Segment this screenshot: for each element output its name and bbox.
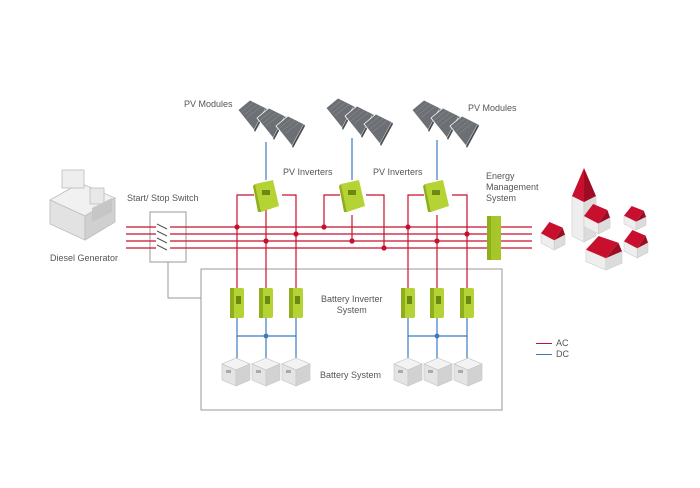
pv-panel [449, 115, 479, 148]
pv-ac-wiring [236, 194, 468, 248]
label-pv-modules-left: PV Modules [184, 99, 233, 109]
pv-module-group [411, 99, 479, 148]
battery-icon [393, 357, 423, 387]
pv-panel [363, 113, 393, 146]
battery-ac-wiring [236, 227, 468, 290]
battery-dc-dots [263, 333, 440, 339]
label-pv-inverters-left: PV Inverters [283, 167, 333, 177]
battery-inverter-icon [289, 288, 303, 318]
label-pv-inverters-right: PV Inverters [373, 167, 423, 177]
legend-label-ac: AC [556, 338, 569, 348]
battery-icon [251, 357, 281, 387]
battery-inverter-icon [430, 288, 444, 318]
house-icon [623, 206, 647, 231]
battery-dc-wiring [236, 318, 468, 360]
switch-contacts [156, 222, 170, 252]
house-icon [623, 230, 649, 259]
battery-inverter-icon [460, 288, 474, 318]
label-diesel-generator: Diesel Generator [50, 253, 119, 263]
legend-swatch-dc [536, 353, 552, 355]
battery-inverter-icon [230, 288, 244, 318]
junction-dots [234, 224, 470, 251]
battery-icon [221, 357, 251, 387]
pv-panel [275, 115, 305, 148]
battery-icon [281, 357, 311, 387]
label-battery-system: Battery System [320, 370, 382, 380]
battery-enclosure [200, 268, 503, 411]
battery-inverter-icon [401, 288, 415, 318]
control-line [167, 262, 201, 299]
energy-management-system-unit [487, 216, 501, 260]
house-icon [583, 204, 611, 235]
label-battery-inverter-system: Battery Inverter System [321, 294, 383, 315]
battery-icon [453, 357, 483, 387]
legend-swatch-ac [536, 342, 552, 344]
house-icon [540, 222, 566, 251]
house-icon [585, 236, 623, 271]
pv-dc-wiring [265, 138, 438, 180]
pv-inverter-icon [423, 180, 449, 212]
pv-module-group [325, 97, 393, 146]
legend-item-ac: AC [536, 338, 569, 348]
pv-module-group [237, 99, 305, 148]
battery-inverter-icon [259, 288, 273, 318]
label-pv-modules-right: PV Modules [468, 103, 517, 113]
legend-item-dc: DC [536, 349, 569, 359]
pv-inverter-icon [339, 180, 365, 212]
label-start-stop-switch: Start/ Stop Switch [127, 193, 199, 203]
ac-bus [126, 226, 532, 249]
diesel-generator-icon [49, 169, 116, 241]
battery-icon [423, 357, 453, 387]
label-energy-management-system: Energy Management System [486, 171, 539, 203]
legend-label-dc: DC [556, 349, 569, 359]
pv-inverter-icon [253, 180, 279, 212]
